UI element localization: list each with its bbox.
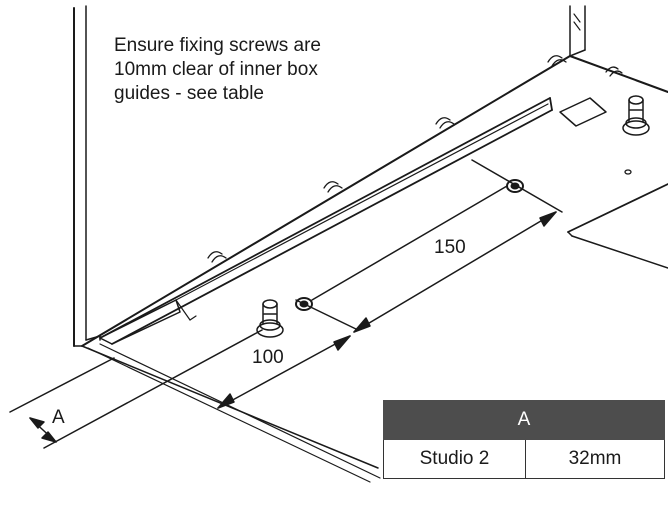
table-cell-model: Studio 2 <box>383 439 526 479</box>
table-row: Studio 2 32mm <box>383 439 665 479</box>
dimension-label-a: A <box>52 407 65 428</box>
clearance-table: A Studio 2 32mm <box>383 400 665 479</box>
dimension-150 <box>295 159 563 333</box>
dimension-label-100: 100 <box>252 347 284 368</box>
dimension-a <box>9 357 115 443</box>
fixing-foot-back <box>622 95 650 136</box>
back-wall-panel <box>569 5 586 57</box>
fixing-foot-front <box>256 299 284 338</box>
inner-box-guide-rail <box>99 97 553 345</box>
edge-clips <box>207 55 623 263</box>
base-cutout <box>559 97 607 127</box>
installation-note: Ensure fixing screws are 10mm clear of i… <box>114 35 321 104</box>
dimension-label-150: 150 <box>434 237 466 258</box>
table-header-row: A <box>383 400 665 440</box>
table-header-a: A <box>383 400 665 440</box>
floor-plate <box>567 183 668 269</box>
table-cell-value: 32mm <box>525 439 665 479</box>
base-panel <box>73 55 668 483</box>
left-wall-panel <box>73 5 101 347</box>
small-hole <box>624 169 632 175</box>
dimension-100 <box>43 329 351 449</box>
